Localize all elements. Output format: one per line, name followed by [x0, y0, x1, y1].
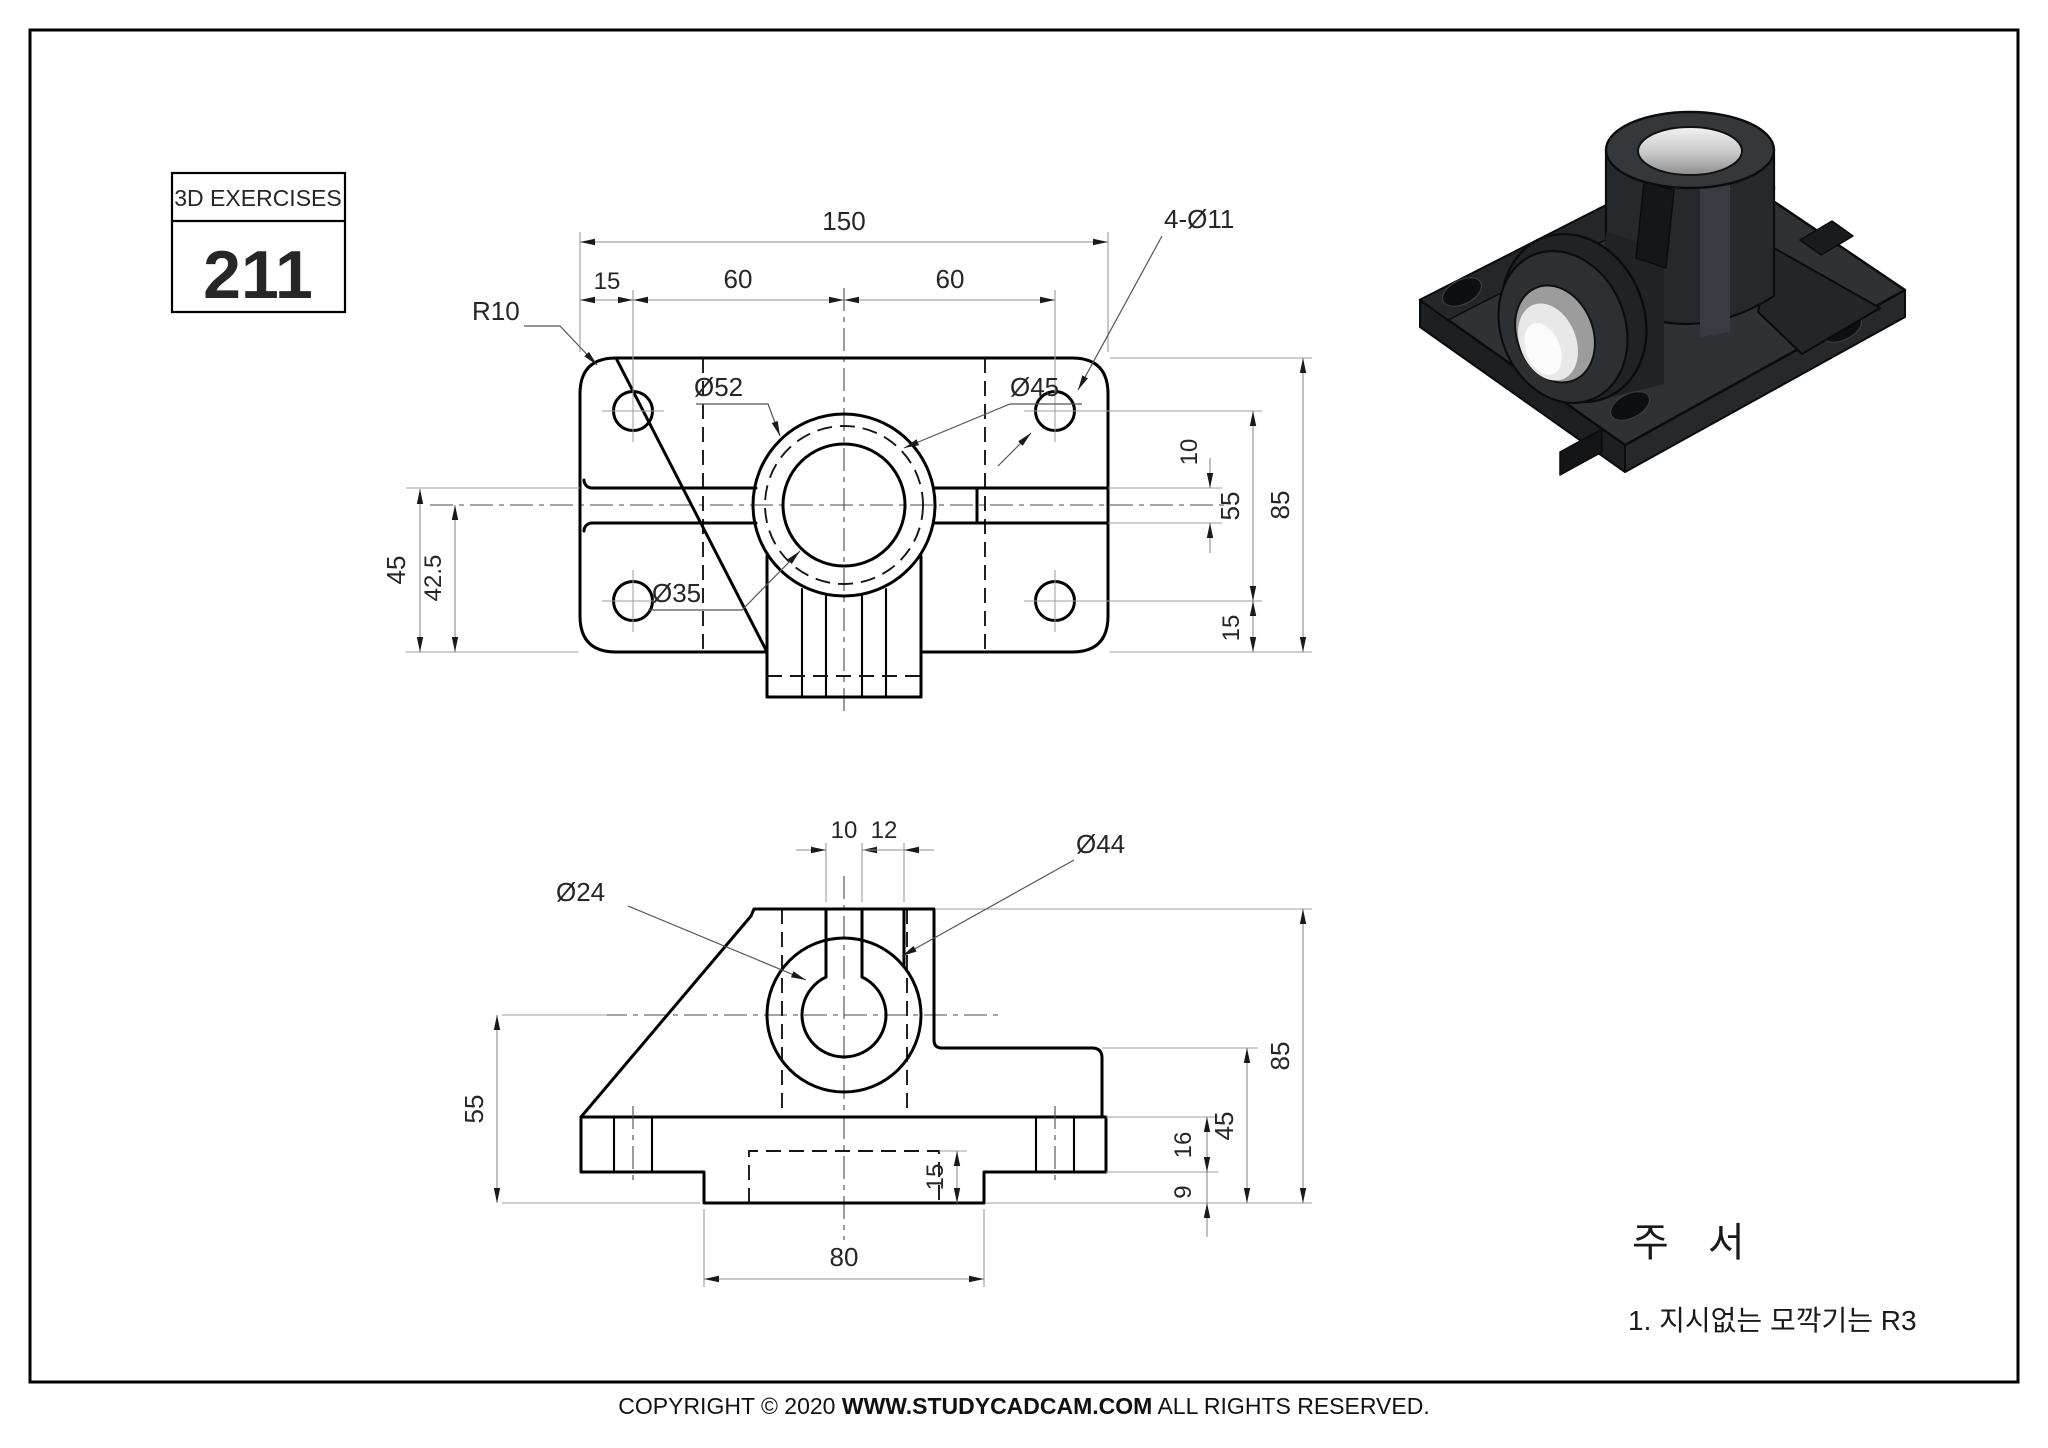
top-view: 150 15 60 60 R10 4-Ø11 Ø52 Ø45 Ø35 45 42… — [381, 204, 1312, 714]
plate-outline — [578, 356, 1110, 654]
hidden-pocket — [748, 1150, 940, 1203]
dim-150: 150 — [822, 206, 865, 236]
front-outline — [579, 907, 1108, 1205]
dim-85-top: 85 — [1265, 491, 1295, 520]
dim-r10: R10 — [472, 296, 520, 326]
badge-title: 3D EXERCISES — [174, 185, 341, 211]
front-extension-lines — [502, 843, 1312, 1287]
iso-base-notch — [1559, 428, 1603, 476]
iso-cylinder-bore — [1637, 126, 1743, 176]
iso-cylinder-highlight — [1700, 168, 1730, 337]
dim-15-pocket: 15 — [922, 1164, 949, 1191]
dim-80-base: 80 — [830, 1242, 859, 1272]
mounting-holes-top — [602, 380, 1086, 632]
top-dimensions: 150 15 60 60 R10 4-Ø11 Ø52 Ø45 Ø35 45 42… — [381, 204, 1307, 652]
bore-d24 — [800, 975, 888, 1059]
iso-3d-render — [1418, 110, 1907, 476]
dim-60-left: 60 — [724, 264, 753, 294]
dim-55-top: 55 — [1215, 492, 1245, 521]
dim-d44: Ø44 — [1076, 829, 1125, 859]
dim-55-front: 55 — [459, 1095, 489, 1124]
iso-corner-notch — [1799, 220, 1854, 256]
footer-post: ALL RIGHTS RESERVED. — [1152, 1393, 1429, 1419]
notes-item-1: 1. 지시없는 모깍기는 R3 — [1628, 1305, 1917, 1336]
dim-15-bottom: 15 — [1218, 615, 1245, 642]
notes-title: 주 서 — [1632, 1221, 1759, 1265]
boss-outer-circle — [751, 412, 937, 598]
dim-9-foot: 9 — [1170, 1185, 1197, 1198]
front-view: 10 12 Ø24 Ø44 55 80 15 16 9 45 85 — [459, 817, 1312, 1287]
dim-d45: Ø45 — [1010, 372, 1059, 402]
dim-15-left: 15 — [594, 268, 621, 295]
exercise-badge: 3D EXERCISES 211 — [170, 171, 347, 314]
boss-inner-circle — [781, 442, 907, 568]
front-dimensions: 10 12 Ø24 Ø44 55 80 15 16 9 45 85 — [459, 817, 1307, 1283]
top-extension-lines — [406, 232, 1312, 653]
dim-d24: Ø24 — [556, 877, 605, 907]
boss-protrusion — [765, 554, 923, 699]
footer-brand: WWW.STUDYCADCAM.COM — [842, 1393, 1152, 1419]
cylinder-d44 — [765, 936, 923, 1094]
footer-copyright: COPYRIGHT © 2020 WWW.STUDYCADCAM.COM ALL… — [618, 1393, 1429, 1419]
dim-10-slot-front: 10 — [831, 817, 858, 844]
dim-4xd11: 4-Ø11 — [1164, 204, 1234, 234]
sheet-border — [28, 28, 2020, 1384]
dim-60-right: 60 — [936, 264, 965, 294]
dim-45-left: 45 — [381, 556, 411, 585]
notes-block: 주 서 1. 지시없는 모깍기는 R3 — [1628, 1221, 1917, 1336]
dim-12-rib: 12 — [871, 817, 898, 844]
dim-45-step: 45 — [1209, 1112, 1239, 1141]
iso-hcyl-bore-bright — [1524, 323, 1562, 375]
dim-42-5: 42.5 — [420, 555, 447, 602]
dim-16-flange: 16 — [1170, 1132, 1197, 1159]
iso-slot-cut — [1635, 181, 1675, 269]
boss-mid-circle — [764, 425, 924, 585]
slot-top-view — [582, 478, 1110, 533]
dim-d52: Ø52 — [694, 372, 743, 402]
badge-number: 211 — [203, 237, 313, 313]
footer-pre: COPYRIGHT © 2020 — [618, 1393, 842, 1419]
dim-10-slot-top: 10 — [1176, 439, 1203, 466]
flange-holes-front — [612, 1106, 1076, 1184]
dim-85-front: 85 — [1265, 1042, 1295, 1071]
dim-d35: Ø35 — [652, 578, 701, 608]
